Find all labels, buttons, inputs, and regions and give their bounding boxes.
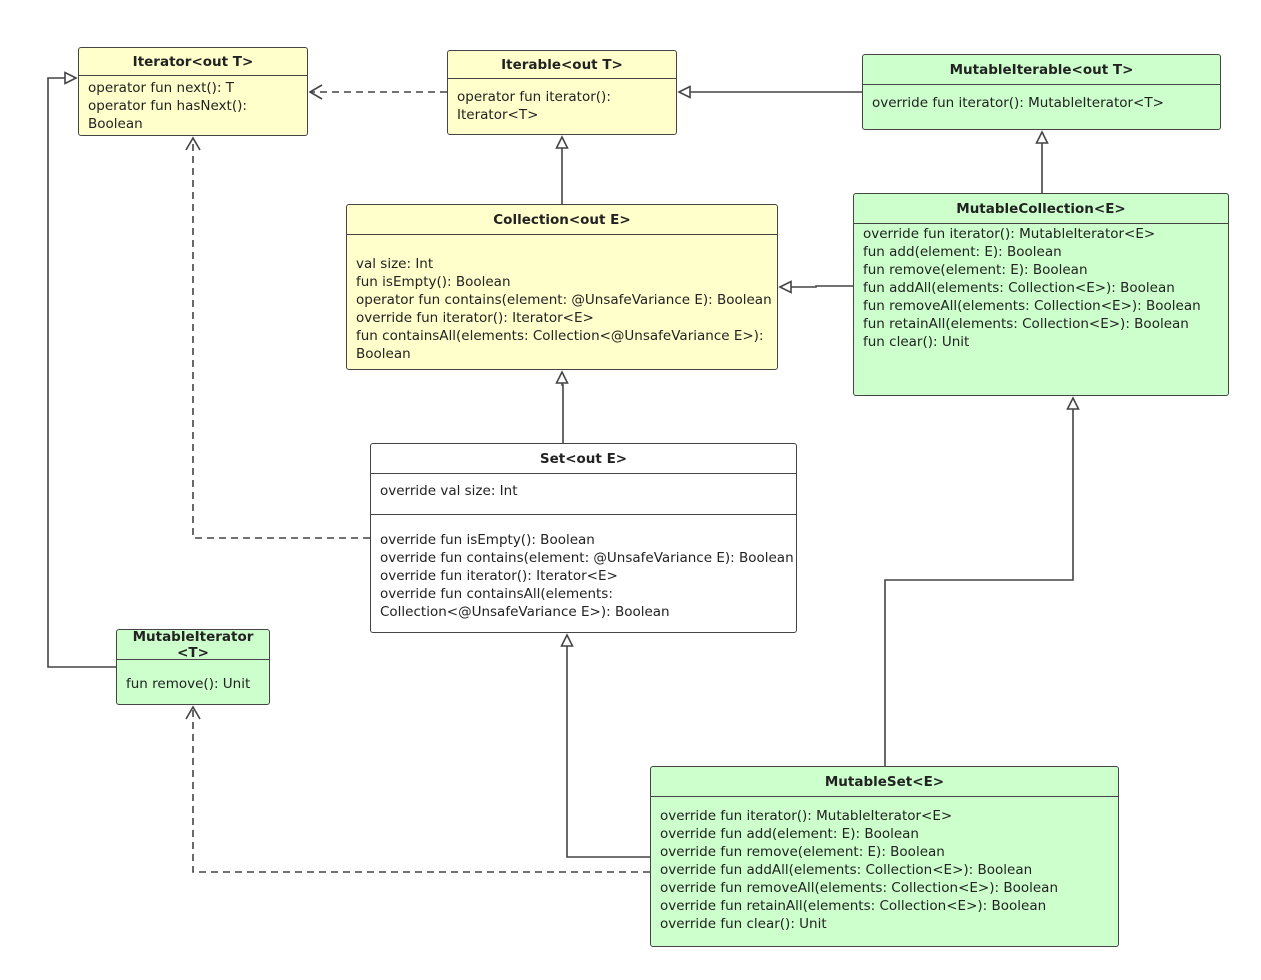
class-collection-name: Collection<out E> bbox=[347, 205, 777, 235]
open-arrowhead bbox=[185, 136, 201, 151]
member: override fun iterator(): MutableIterator… bbox=[872, 95, 1164, 111]
member: operator fun contains(element: @UnsafeVa… bbox=[356, 292, 772, 308]
class-mutable-iterator-members: fun remove(): Unit bbox=[117, 660, 269, 693]
hollow-triangle-arrowhead bbox=[1035, 130, 1049, 144]
hollow-triangle-arrowhead bbox=[1066, 396, 1080, 410]
edge-mutable-collection-to-collection bbox=[778, 280, 853, 294]
edge-mutable-set-to-set bbox=[560, 633, 650, 858]
member: Boolean bbox=[356, 346, 411, 362]
hollow-triangle-arrowhead bbox=[778, 280, 792, 294]
edge-iterable-to-iterator bbox=[308, 84, 447, 100]
member: Boolean bbox=[88, 116, 143, 132]
class-set-name: Set<out E> bbox=[371, 444, 796, 474]
member: override fun containsAll(elements: bbox=[380, 586, 613, 602]
class-mutable-iterable-members: override fun iterator(): MutableIterator… bbox=[863, 85, 1220, 112]
class-iterator[interactable]: Iterator<out T> operator fun next(): T o… bbox=[78, 47, 308, 136]
class-iterable-name: Iterable<out T> bbox=[448, 51, 676, 79]
edge-mutable-collection-to-mutable-iterable bbox=[1035, 130, 1049, 193]
edge-collection-to-iterable bbox=[555, 135, 569, 204]
member: Collection<@UnsafeVariance E>): Boolean bbox=[380, 604, 670, 620]
class-mutable-collection-members: override fun iterator(): MutableIterator… bbox=[854, 224, 1228, 351]
edge-mutable-set-to-mutable-iterator bbox=[185, 705, 650, 873]
member: fun isEmpty(): Boolean bbox=[356, 274, 511, 290]
member: override fun iterator(): MutableIterator… bbox=[863, 226, 1156, 242]
open-arrowhead bbox=[185, 705, 201, 720]
member: override fun retainAll(elements: Collect… bbox=[660, 898, 1047, 914]
generalization-line bbox=[791, 285, 853, 288]
member: fun containsAll(elements: Collection<@Un… bbox=[356, 328, 764, 344]
generalization-line bbox=[566, 646, 650, 858]
class-mutable-set-members: override fun iterator(): MutableIterator… bbox=[651, 797, 1118, 933]
dependency-line bbox=[192, 707, 650, 873]
class-mutable-collection[interactable]: MutableCollection<E> override fun iterat… bbox=[853, 193, 1229, 396]
class-iterator-name: Iterator<out T> bbox=[79, 48, 307, 76]
member: fun add(element: E): Boolean bbox=[863, 244, 1062, 260]
dependency-line bbox=[192, 138, 370, 539]
member: override fun iterator(): Iterator<E> bbox=[356, 310, 594, 326]
member: override fun addAll(elements: Collection… bbox=[660, 862, 1033, 878]
class-mutable-iterator-name: MutableIterator <T> bbox=[117, 628, 269, 661]
class-collection[interactable]: Collection<out E> val size: Int fun isEm… bbox=[346, 204, 778, 370]
member: override fun remove(element: E): Boolean bbox=[660, 844, 945, 860]
edge-mutable-iterator-to-iterator bbox=[47, 71, 116, 668]
member: Iterator<T> bbox=[457, 107, 539, 123]
hollow-triangle-arrowhead bbox=[677, 85, 691, 99]
class-name-line: MutableIterator bbox=[132, 628, 254, 645]
class-iterator-members: operator fun next(): T operator fun hasN… bbox=[79, 76, 307, 133]
member: override fun clear(): Unit bbox=[660, 916, 827, 932]
member: override fun contains(element: @UnsafeVa… bbox=[380, 550, 794, 566]
attribute: override val size: Int bbox=[380, 483, 518, 499]
generalization-line bbox=[47, 77, 116, 668]
member: override fun iterator(): MutableIterator… bbox=[660, 808, 953, 824]
generalization-line bbox=[561, 383, 564, 443]
member: fun remove(): Unit bbox=[126, 676, 251, 692]
class-collection-members: val size: Int fun isEmpty(): Boolean ope… bbox=[347, 235, 777, 363]
member: override fun isEmpty(): Boolean bbox=[380, 532, 595, 548]
class-mutable-iterable[interactable]: MutableIterable<out T> override fun iter… bbox=[862, 54, 1221, 130]
hollow-triangle-arrowhead bbox=[555, 135, 569, 149]
member: override fun iterator(): Iterator<E> bbox=[380, 568, 618, 584]
class-mutable-collection-name: MutableCollection<E> bbox=[854, 194, 1228, 224]
class-mutable-set-name: MutableSet<E> bbox=[651, 767, 1118, 797]
edge-set-to-iterator bbox=[185, 136, 370, 539]
member: override fun add(element: E): Boolean bbox=[660, 826, 919, 842]
member: operator fun hasNext(): bbox=[88, 98, 247, 114]
member: override fun removeAll(elements: Collect… bbox=[660, 880, 1058, 896]
member: operator fun next(): T bbox=[88, 80, 235, 96]
member: fun clear(): Unit bbox=[863, 334, 970, 350]
hollow-triangle-arrowhead bbox=[560, 633, 574, 647]
class-set-members: override fun isEmpty(): Boolean override… bbox=[371, 515, 796, 621]
member: fun remove(element: E): Boolean bbox=[863, 262, 1088, 278]
class-mutable-iterable-name: MutableIterable<out T> bbox=[863, 55, 1220, 85]
generalization-line bbox=[884, 409, 1074, 766]
member: fun addAll(elements: Collection<E>): Boo… bbox=[863, 280, 1175, 296]
class-mutable-set[interactable]: MutableSet<E> override fun iterator(): M… bbox=[650, 766, 1119, 947]
hollow-triangle-arrowhead bbox=[64, 71, 78, 85]
class-name-line: <T> bbox=[177, 644, 209, 661]
class-mutable-iterator[interactable]: MutableIterator <T> fun remove(): Unit bbox=[116, 629, 270, 705]
edge-mutable-set-to-mutable-collection bbox=[884, 396, 1080, 766]
member: fun retainAll(elements: Collection<E>): … bbox=[863, 316, 1189, 332]
class-set-attributes: override val size: Int bbox=[371, 474, 796, 515]
member: val size: Int bbox=[356, 256, 434, 272]
member: fun removeAll(elements: Collection<E>): … bbox=[863, 298, 1201, 314]
class-iterable[interactable]: Iterable<out T> operator fun iterator():… bbox=[447, 50, 677, 135]
class-set[interactable]: Set<out E> override val size: Int overri… bbox=[370, 443, 797, 633]
edge-mutable-iterable-to-iterable bbox=[677, 85, 862, 99]
class-iterable-members: operator fun iterator(): Iterator<T> bbox=[448, 79, 676, 124]
member: operator fun iterator(): bbox=[457, 89, 611, 105]
edge-set-to-collection bbox=[555, 370, 569, 443]
open-arrowhead bbox=[308, 84, 323, 100]
hollow-triangle-arrowhead bbox=[555, 370, 569, 384]
